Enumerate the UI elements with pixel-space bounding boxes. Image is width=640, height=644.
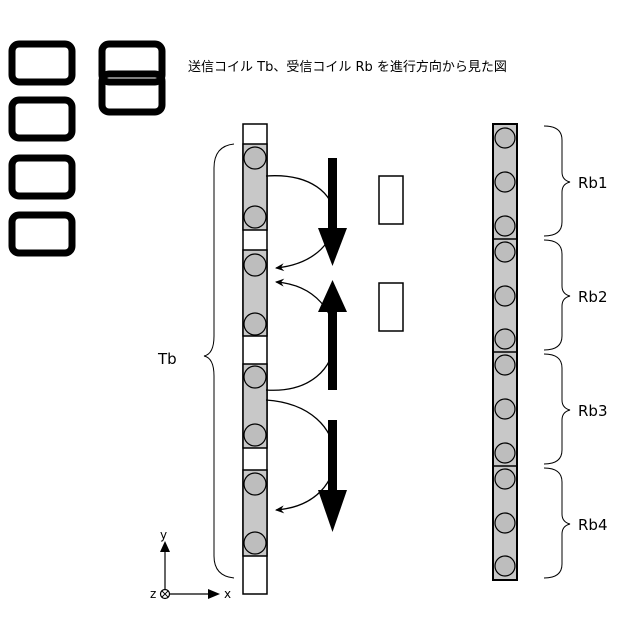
x-axis-label: x — [224, 587, 231, 601]
rb1-brace — [544, 126, 570, 236]
rb-braces — [544, 126, 570, 578]
rb-wire-circle — [495, 286, 515, 306]
coordinate-axes: y x z — [150, 528, 231, 601]
rb-wire-circle — [495, 513, 515, 533]
rb-wire-circle — [495, 469, 515, 489]
tb-label: Tb — [157, 350, 177, 368]
tb-wire-circle — [244, 206, 266, 228]
y-axis-arrowhead — [160, 541, 170, 552]
arrow-down-1 — [318, 158, 347, 266]
rb3-label: Rb3 — [578, 402, 608, 420]
small-rect-1 — [379, 176, 403, 224]
bold-arrows — [318, 158, 347, 532]
rb-wire-circle — [495, 355, 515, 375]
rb1-label: Rb1 — [578, 174, 608, 192]
rb4-brace — [544, 468, 570, 578]
rb3-brace — [544, 354, 570, 464]
tb-wire-circle — [244, 473, 266, 495]
rb-wire-circle — [495, 128, 515, 148]
tb-wire-circle — [244, 366, 266, 388]
rb-wire-circle — [495, 216, 515, 236]
flux-curves — [266, 176, 335, 510]
flux-curve-1 — [266, 176, 335, 268]
tb-brace — [204, 144, 234, 578]
x-axis-arrowhead — [208, 589, 220, 599]
rb-wire-circle — [495, 242, 515, 262]
arrow-up — [318, 280, 347, 390]
rb-wire-circle — [495, 556, 515, 576]
arrow-down-2 — [318, 420, 347, 532]
diagram-title: 送信コイル Tb、受信コイル Rb を進行方向から見た図 — [188, 59, 507, 75]
legend-rects — [12, 44, 162, 253]
rb-wire-circle — [495, 172, 515, 192]
rb4-label: Rb4 — [578, 516, 608, 534]
rb-wire-circle — [495, 329, 515, 349]
tb-coil — [243, 124, 267, 594]
tb-wire-circle — [244, 532, 266, 554]
tb-wire-circle — [244, 424, 266, 446]
z-axis-label: z — [150, 587, 156, 601]
legend-rect-4 — [12, 215, 72, 253]
rb-wire-circle — [495, 443, 515, 463]
rb2-label: Rb2 — [578, 288, 608, 306]
rb-wire-circle — [495, 399, 515, 419]
rb2-brace — [544, 240, 570, 350]
small-rect-2 — [379, 283, 403, 331]
y-axis-label: y — [160, 528, 167, 542]
rb-coil — [493, 124, 517, 580]
tb-wire-circle — [244, 254, 266, 276]
legend-rect-3 — [12, 158, 72, 196]
tb-wire-circle — [244, 313, 266, 335]
legend-rect-1 — [12, 44, 72, 82]
tb-wire-circle — [244, 147, 266, 169]
legend-rect-2 — [12, 100, 72, 138]
